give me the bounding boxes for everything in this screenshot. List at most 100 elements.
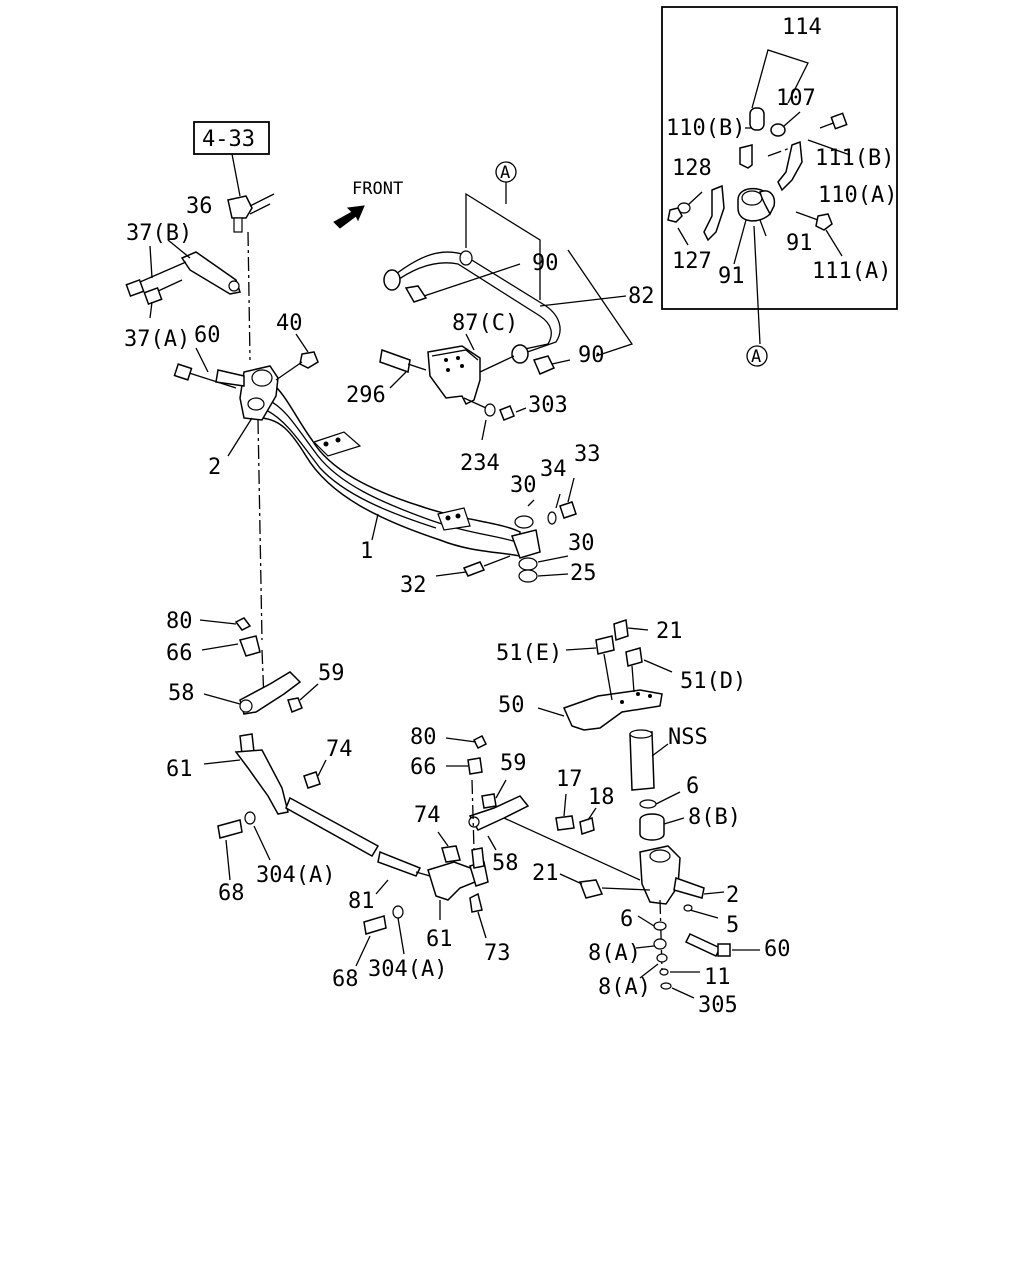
label-90-top: 90 bbox=[532, 251, 559, 276]
label-82: 82 bbox=[628, 284, 655, 309]
tie-rod-end-61-left bbox=[234, 749, 289, 815]
steering-knuckle-right bbox=[559, 845, 760, 999]
inset-detail: 114 107 110(B) 111(B) 128 110(A) 127 91 … bbox=[661, 6, 898, 345]
label-8a-upper: 8(A) bbox=[588, 941, 641, 966]
nut-40 bbox=[275, 333, 319, 381]
label-74-left: 74 bbox=[326, 737, 353, 762]
label-303: 303 bbox=[528, 393, 568, 418]
label-59-right: 59 bbox=[500, 751, 527, 776]
nut-66-left bbox=[239, 635, 261, 657]
arm-58-left bbox=[239, 671, 302, 715]
washer-234-nut-303 bbox=[463, 397, 527, 441]
label-61-left: 61 bbox=[166, 757, 193, 782]
label-68-left: 68 bbox=[218, 881, 245, 906]
label-114: 114 bbox=[782, 15, 822, 40]
label-305: 305 bbox=[698, 993, 738, 1018]
label-40: 40 bbox=[276, 311, 303, 336]
label-2-right: 2 bbox=[726, 883, 739, 908]
bolt-60-right bbox=[684, 933, 722, 957]
bolt-51d bbox=[625, 647, 643, 667]
knuckle-arm-58-right bbox=[445, 734, 641, 881]
label-81: 81 bbox=[348, 889, 375, 914]
bracket-87c bbox=[427, 333, 515, 406]
inset-frame bbox=[661, 6, 898, 310]
nut-127 bbox=[667, 207, 683, 223]
label-50: 50 bbox=[498, 693, 525, 718]
label-8a-lower: 8(A) bbox=[598, 975, 651, 1000]
axle-end-right-hardware bbox=[371, 477, 577, 583]
pitman-arm-left bbox=[199, 617, 327, 881]
bracket-110a bbox=[777, 140, 803, 192]
label-80-left: 80 bbox=[166, 609, 193, 634]
label-36: 36 bbox=[186, 194, 213, 219]
grease-73 bbox=[469, 892, 483, 913]
bolt-60-left bbox=[173, 347, 237, 389]
svg-text:A: A bbox=[500, 163, 510, 183]
front-arrow-icon bbox=[333, 205, 365, 229]
label-25: 25 bbox=[570, 561, 597, 586]
bushing-107 bbox=[749, 107, 765, 131]
part-21-upper bbox=[613, 618, 629, 642]
svg-text:4-33: 4-33 bbox=[202, 127, 255, 152]
shock-bracket-50 bbox=[537, 618, 673, 791]
bracket-110b bbox=[739, 144, 753, 169]
label-17: 17 bbox=[556, 767, 583, 792]
label-111a: 111(A) bbox=[812, 259, 891, 284]
label-21-upper: 21 bbox=[656, 619, 683, 644]
label-59-left: 59 bbox=[318, 661, 345, 686]
drag-link-upper bbox=[125, 193, 275, 319]
label-5: 5 bbox=[726, 913, 739, 938]
label-21-lower: 21 bbox=[532, 861, 559, 886]
label-234: 234 bbox=[460, 451, 500, 476]
label-74-right: 74 bbox=[414, 803, 441, 828]
label-304a-right: 304(A) bbox=[368, 957, 447, 982]
label-128: 128 bbox=[672, 156, 712, 181]
label-111b: 111(B) bbox=[815, 146, 894, 171]
label-2-left: 2 bbox=[208, 455, 221, 480]
nut-74-left bbox=[303, 771, 321, 789]
part-17 bbox=[555, 815, 575, 831]
label-18: 18 bbox=[588, 785, 615, 810]
label-37a: 37(A) bbox=[124, 327, 190, 352]
label-30-bottom: 30 bbox=[568, 531, 595, 556]
bolt-68-left bbox=[217, 819, 243, 839]
label-60-right: 60 bbox=[764, 937, 791, 962]
label-11: 11 bbox=[704, 965, 731, 990]
label-91-left: 91 bbox=[718, 264, 745, 289]
label-34: 34 bbox=[540, 457, 567, 482]
front-direction: FRONT bbox=[333, 179, 403, 229]
front-axle-beam bbox=[251, 377, 521, 557]
label-66-right: 66 bbox=[410, 755, 437, 780]
label-90-bottom: 90 bbox=[578, 343, 605, 368]
label-6-lower: 6 bbox=[620, 907, 633, 932]
tie-rod-end-61-right bbox=[355, 831, 489, 967]
pitman-bracket bbox=[180, 251, 241, 295]
label-110a: 110(A) bbox=[818, 183, 897, 208]
label-6-upper: 6 bbox=[686, 774, 699, 799]
label-61-right: 61 bbox=[426, 927, 453, 952]
label-304a-left: 304(A) bbox=[256, 863, 335, 888]
label-32: 32 bbox=[400, 573, 427, 598]
tie-rod-81 bbox=[285, 796, 431, 895]
nut-66-right bbox=[467, 757, 483, 775]
steering-knuckle-left bbox=[215, 365, 279, 457]
nut-74-right bbox=[441, 845, 461, 863]
label-58-right: 58 bbox=[492, 851, 519, 876]
label-60-left: 60 bbox=[194, 323, 221, 348]
label-296: 296 bbox=[346, 383, 386, 408]
front-label: FRONT bbox=[352, 179, 403, 199]
bolt-296 bbox=[379, 348, 427, 389]
label-1: 1 bbox=[360, 539, 373, 564]
label-87c: 87(C) bbox=[452, 311, 518, 336]
circle-ref-a-inset: A bbox=[746, 345, 768, 367]
svg-text:A: A bbox=[751, 347, 761, 367]
bolt-51e bbox=[595, 635, 615, 655]
label-68-right: 68 bbox=[332, 967, 359, 992]
label-33: 33 bbox=[574, 442, 601, 467]
label-91-right: 91 bbox=[786, 231, 813, 256]
label-107: 107 bbox=[776, 86, 816, 111]
circle-ref-a-main: A bbox=[495, 161, 517, 183]
label-nss: NSS bbox=[668, 725, 708, 750]
part-21-lower bbox=[578, 879, 604, 899]
shock-nss bbox=[629, 731, 655, 791]
